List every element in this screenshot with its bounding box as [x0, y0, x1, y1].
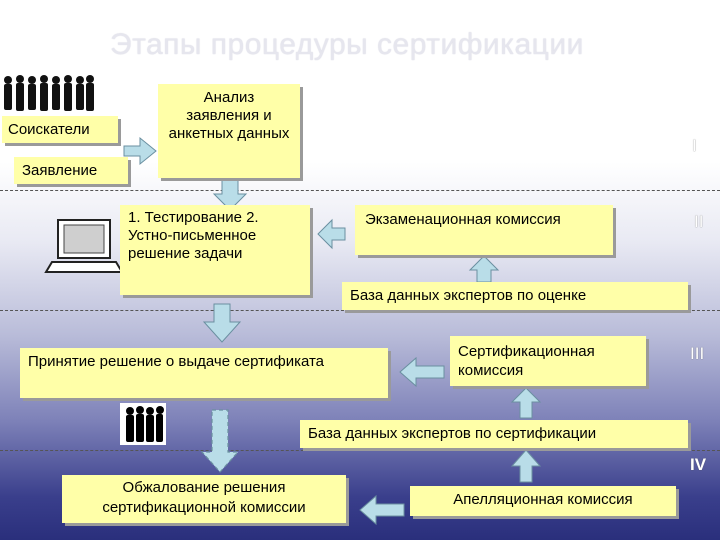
exam-commission-label: Экзаменационная комиссия [365, 211, 561, 228]
arrow-down-dashed [200, 409, 240, 473]
db-certification-box: База данных экспертов по сертификации [300, 420, 688, 448]
stage-label-4: IV [690, 455, 707, 474]
people-silhouettes-icon [120, 403, 166, 445]
stage-separator [0, 450, 720, 451]
db-assessment-label: База данных экспертов по оценке [350, 287, 587, 304]
analysis-label: Анализ заявления и анкетных данных [168, 89, 290, 142]
appeal-box: Обжалование решения сертификационной ком… [62, 475, 346, 523]
arrow-up [510, 449, 542, 483]
arrow-left [317, 218, 346, 250]
people-silhouettes-icon [4, 75, 94, 111]
application-box: Заявление [14, 157, 128, 184]
applicants-label: Соискатели [8, 121, 90, 138]
arrow-up [510, 387, 542, 419]
db-certification-label: База данных экспертов по сертификации [308, 425, 597, 442]
arrow-up [468, 255, 500, 283]
exam-commission-box: Экзаменационная комиссия [355, 205, 613, 255]
stage-label-1: I [692, 136, 697, 155]
page-title: Этапы процедуры сертификации [110, 28, 584, 61]
title-area: Этапы процедуры сертификации [0, 0, 720, 75]
cert-commission-label: Сертификационная комиссия [458, 343, 595, 379]
appeal-commission-label: Апелляционная комиссия [453, 491, 633, 508]
decision-label: Принятие решение о выдаче сертификата [28, 353, 325, 370]
appeal-label: Обжалование решения сертификационной ком… [102, 479, 306, 516]
computer-icon [44, 219, 124, 273]
testing-box: 1. Тестирование 2. Устно-письменное реше… [120, 205, 310, 295]
arrow-left [359, 494, 405, 526]
cert-commission-box: Сертификационная комиссия [450, 336, 646, 386]
stage-separator [0, 190, 720, 191]
arrow-down [202, 303, 242, 343]
stage-separator [0, 310, 720, 311]
arrow-down [212, 179, 248, 211]
applicants-box: Соискатели [2, 116, 118, 143]
analysis-box: Анализ заявления и анкетных данных [158, 84, 300, 178]
appeal-commission-box: Апелляционная комиссия [410, 486, 676, 516]
stage-label-3: III [690, 344, 705, 363]
arrow-right [123, 136, 157, 166]
application-label: Заявление [22, 162, 98, 179]
arrow-left [399, 356, 445, 388]
stage-label-2: II [694, 212, 704, 231]
db-assessment-box: База данных экспертов по оценке [342, 282, 688, 310]
decision-box: Принятие решение о выдаче сертификата [20, 348, 388, 398]
testing-label: 1. Тестирование 2. Устно-письменное реше… [128, 209, 259, 262]
